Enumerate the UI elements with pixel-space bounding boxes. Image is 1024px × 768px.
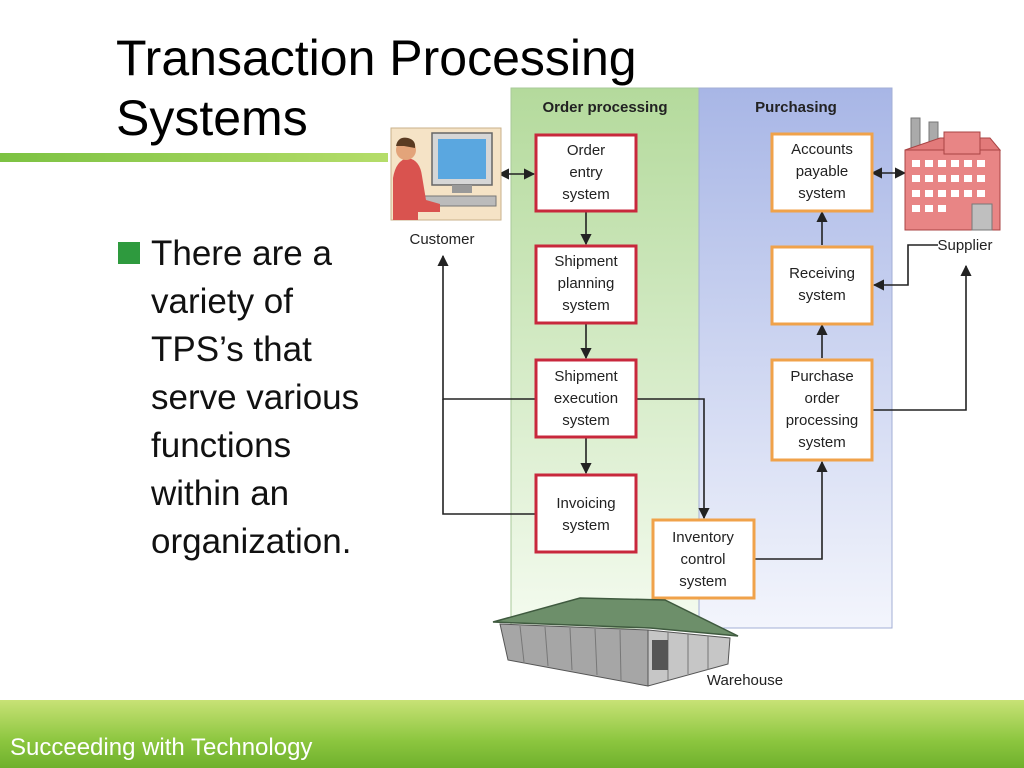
lane-label-purchasing: Purchasing bbox=[755, 99, 837, 116]
customer-label: Customer bbox=[409, 231, 474, 248]
arrow-supplier-to-receiving bbox=[872, 244, 938, 291]
box-line: system bbox=[679, 573, 727, 590]
box-line: Purchase bbox=[790, 368, 853, 385]
bullet-line: functions bbox=[151, 426, 292, 465]
footer-text: Succeeding with Technology bbox=[10, 734, 313, 761]
title-line-1: Transaction Processing bbox=[116, 30, 637, 86]
bullet-line: variety of bbox=[151, 282, 293, 321]
bullet-square-icon bbox=[118, 242, 140, 264]
box-line: payable bbox=[796, 163, 849, 180]
box-line: system bbox=[562, 412, 610, 429]
box-line: entry bbox=[569, 164, 603, 181]
lane-label-order-processing: Order processing bbox=[542, 99, 667, 116]
box-line: Order bbox=[567, 142, 605, 159]
bullet-line: TPS’s that bbox=[151, 330, 312, 369]
title-line-2: Systems bbox=[116, 90, 308, 146]
box-shipment-planning: Shipment planning system bbox=[534, 244, 638, 325]
box-shipment-execution: Shipment execution system bbox=[534, 358, 638, 439]
box-accounts-payable: Accounts payable system bbox=[770, 132, 874, 213]
box-order-entry: Order entry system bbox=[534, 133, 638, 213]
box-line: Receiving bbox=[789, 265, 855, 282]
slide-title: Transaction Processing Systems bbox=[116, 28, 637, 148]
box-purchase-order-processing: Purchase order processing system bbox=[770, 358, 874, 462]
warehouse-icon bbox=[492, 597, 739, 687]
box-line: Shipment bbox=[554, 368, 618, 385]
box-line: execution bbox=[554, 390, 618, 407]
box-line: control bbox=[680, 551, 725, 568]
arrow-purchase-order-to-supplier bbox=[872, 264, 972, 411]
bullet-line: serve various bbox=[151, 378, 360, 417]
box-line: system bbox=[798, 434, 846, 451]
bullet-line: within an bbox=[151, 474, 290, 513]
customer-computer-icon bbox=[390, 127, 502, 221]
warehouse-label: Warehouse bbox=[707, 672, 783, 689]
box-receiving: Receiving system bbox=[770, 245, 874, 326]
box-invoicing: Invoicing system bbox=[534, 473, 638, 554]
box-line: system bbox=[562, 297, 610, 314]
box-line: system bbox=[798, 287, 846, 304]
bullet-line: organization. bbox=[151, 522, 352, 561]
box-line: Shipment bbox=[554, 253, 618, 270]
box-line: planning bbox=[558, 275, 615, 292]
supplier-label: Supplier bbox=[937, 237, 992, 254]
arrow-invoicing-to-customer bbox=[442, 399, 536, 515]
arrow-execution-to-inventory bbox=[636, 398, 710, 520]
box-line: system bbox=[798, 185, 846, 202]
box-line: order bbox=[804, 390, 839, 407]
tps-diagram: Order processing Purchasing Order entry … bbox=[390, 87, 1002, 689]
box-line: Inventory bbox=[672, 529, 734, 546]
footer-bar bbox=[0, 700, 1024, 768]
bullet-text: There are a variety of TPS’s that serve … bbox=[151, 230, 401, 566]
box-line: processing bbox=[786, 412, 859, 429]
box-line: system bbox=[562, 186, 610, 203]
box-line: system bbox=[562, 517, 610, 534]
arrow-inventory-to-purchase-order bbox=[754, 460, 828, 560]
supplier-factory-icon bbox=[904, 117, 1002, 231]
title-underline bbox=[0, 153, 388, 162]
bullet-line: There are a bbox=[151, 234, 332, 273]
box-line: Accounts bbox=[791, 141, 853, 158]
box-inventory-control: Inventory control system bbox=[651, 518, 756, 600]
box-line: Invoicing bbox=[556, 495, 615, 512]
